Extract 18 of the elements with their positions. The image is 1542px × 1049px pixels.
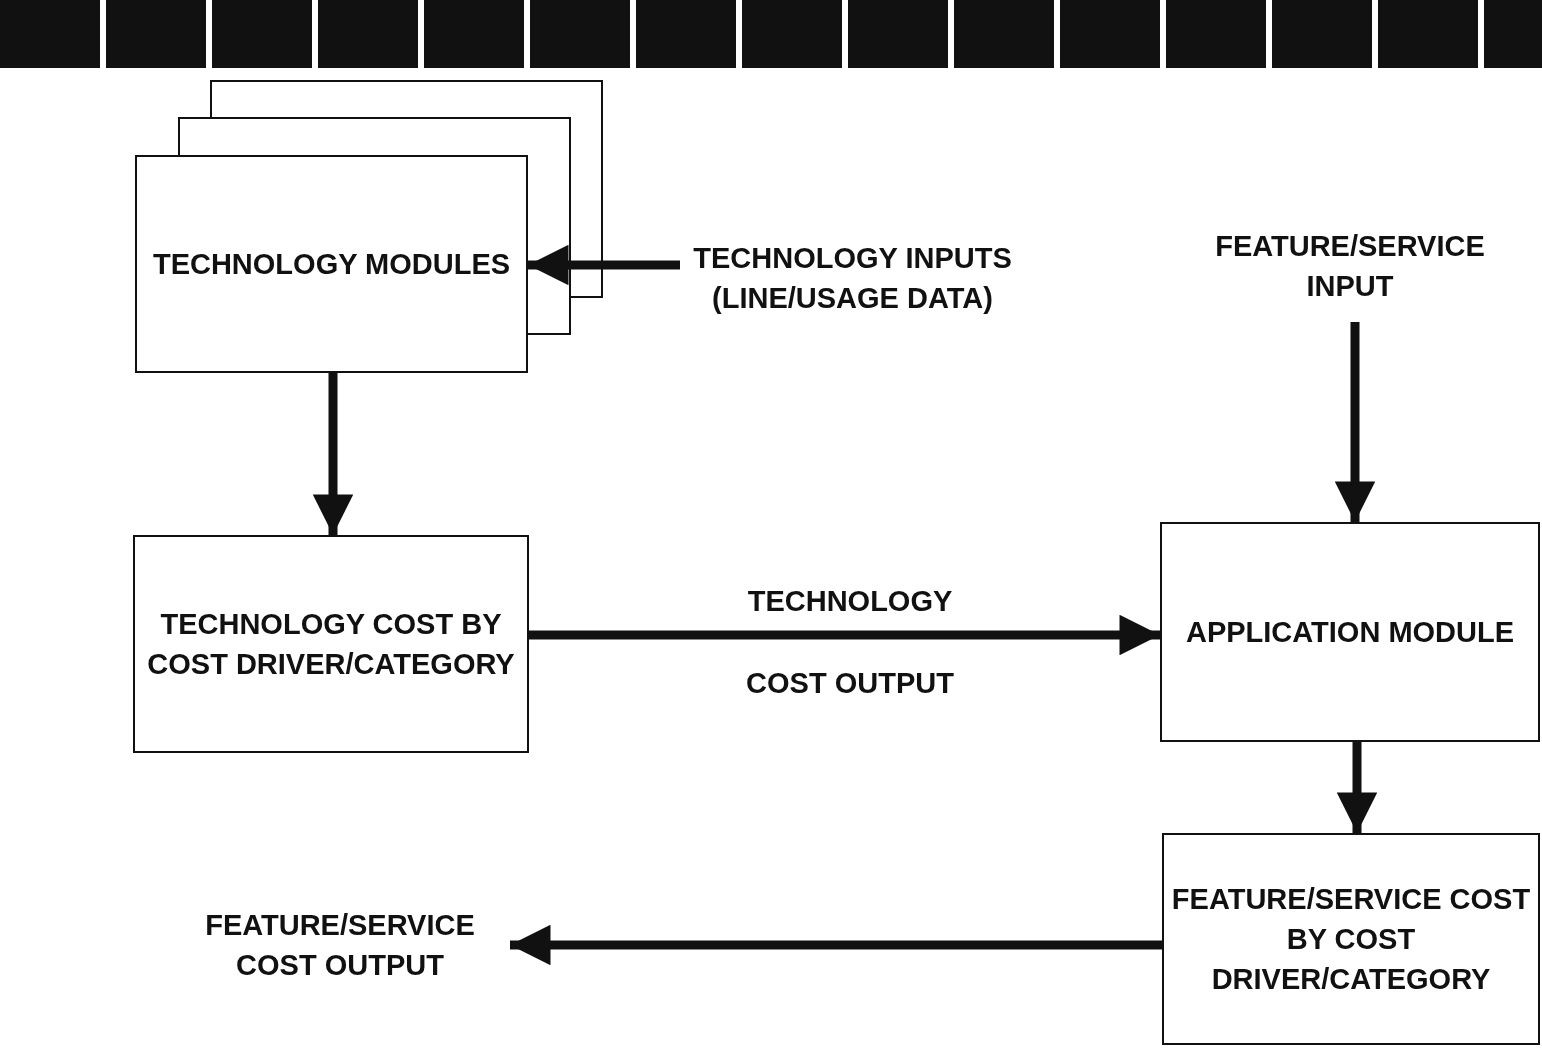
arrow [510,924,1162,966]
arrow [1334,322,1376,522]
process-box [133,535,529,753]
arrow [529,614,1160,656]
arrow [1336,742,1378,833]
process-box [1160,522,1540,742]
node-label: TECHNOLOGY INPUTS (LINE/USAGE DATA) [692,241,1013,316]
edge-label: TECHNOLOGY COST OUTPUT [745,584,955,701]
node-label: FEATURE/SERVICE COST OUTPUT [204,908,476,983]
process-box [135,155,528,373]
node-label: TECHNOLOGY COST BY COST DRIVER/CATEGORY [146,607,516,682]
arrow [528,244,680,286]
process-box [1162,833,1540,1045]
node-label: FEATURE/SERVICE INPUT [1214,229,1486,304]
node-label: APPLICATION MODULE [1185,615,1515,650]
node-label: FEATURE/SERVICE COST BY COST DRIVER/CATEGORY [1170,881,1532,997]
arrow [312,373,354,535]
node-label: TECHNOLOGY MODULES [152,247,511,282]
